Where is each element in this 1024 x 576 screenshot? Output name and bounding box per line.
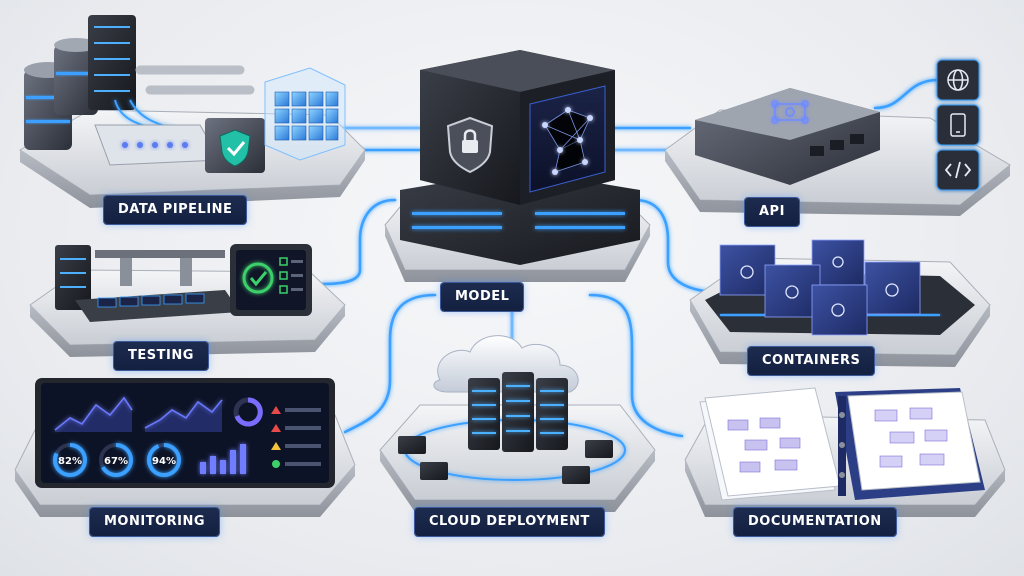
shield-lock-icon [446, 116, 494, 174]
api-node [664, 59, 1011, 216]
gauge-ring-2 [99, 443, 133, 477]
label-data-pipeline: DATA PIPELINE [104, 196, 247, 224]
globe-icon [947, 69, 969, 91]
label-documentation: DOCUMENTATION [734, 508, 896, 536]
documentation-node [684, 387, 1006, 517]
mobile-icon [950, 113, 966, 137]
network-hub-icon [771, 100, 809, 124]
server-rack-icon [88, 15, 136, 110]
kubernetes-icon [740, 256, 899, 317]
data-cube-icon [264, 67, 346, 161]
label-cloud-deployment: CLOUD DEPLOYMENT [415, 508, 604, 536]
neural-network-icon [529, 85, 606, 193]
shield-check-icon [205, 118, 265, 173]
gauge-ring-1 [53, 443, 87, 477]
database-icon [24, 38, 98, 150]
label-monitoring: MONITORING [90, 508, 220, 536]
gauge-value-3: 94% [152, 456, 176, 467]
label-testing: TESTING [114, 342, 208, 370]
label-containers: CONTAINERS [748, 347, 875, 375]
cloud-icon [433, 335, 579, 393]
server-rack-icon [468, 372, 568, 452]
container-blocks [719, 239, 921, 336]
label-model: MODEL [441, 283, 524, 311]
monitoring-node: 82% 67% 94% [14, 378, 356, 517]
gauge-value-2: 67% [104, 456, 128, 467]
model-node [384, 50, 651, 282]
alert-list [271, 406, 321, 468]
code-icon [944, 161, 972, 179]
gauge-ring-3 [147, 443, 181, 477]
endpoint-tiles [936, 59, 980, 191]
label-api: API [745, 198, 799, 226]
testing-node [29, 244, 346, 357]
checklist-monitor-icon [230, 244, 312, 316]
bar-chart-icon [200, 444, 246, 474]
cloud-deployment-node [379, 335, 656, 512]
line-chart-icon [54, 396, 223, 432]
gauge-value-1: 82% [58, 456, 82, 467]
data-pipeline-node [19, 15, 366, 208]
document-stack-icon [699, 387, 841, 501]
binder-icon [835, 388, 985, 500]
